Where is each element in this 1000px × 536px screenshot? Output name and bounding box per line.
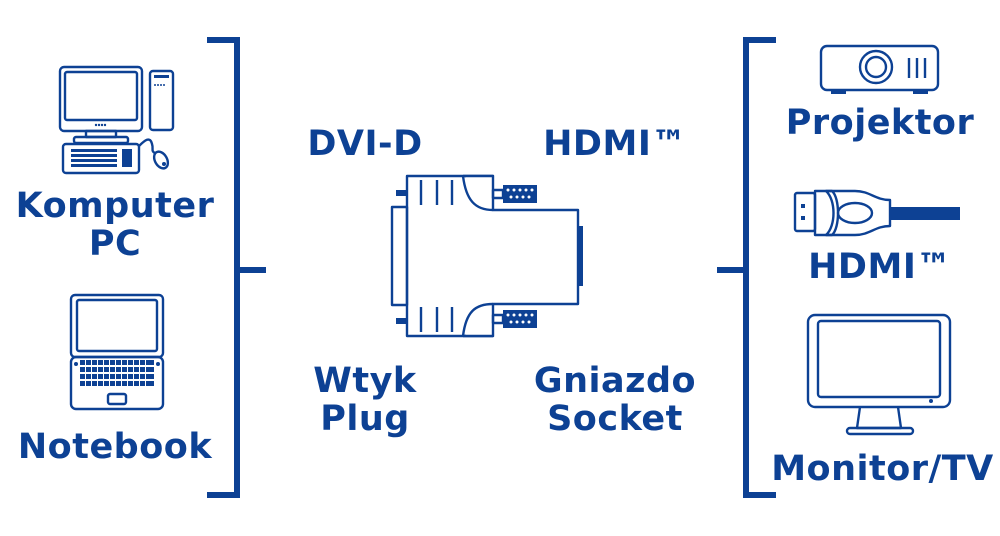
source-label-line: PC: [88, 224, 142, 264]
type-label-line: Plug: [320, 399, 410, 439]
adapter-left-connector-label: DVI-D: [307, 124, 423, 164]
target-label-line: Projektor: [785, 103, 975, 143]
type-label-line: Wtyk: [313, 361, 417, 401]
type-label-line: Gniazdo: [533, 361, 697, 401]
target-label-hdmi: HDMI™: [780, 248, 980, 286]
adapter-left-type-label: Wtyk Plug: [295, 362, 435, 438]
adapter-right-connector-label: HDMI™: [543, 124, 687, 164]
source-label-computer: Komputer PC: [10, 187, 220, 263]
type-label-line: Socket: [547, 399, 683, 439]
target-label-line: Monitor/TV: [771, 449, 994, 489]
target-label-projector: Projektor: [780, 104, 980, 142]
target-label-monitor: Monitor/TV: [770, 450, 995, 488]
source-label-line: Notebook: [17, 427, 213, 467]
source-label-notebook: Notebook: [10, 428, 220, 466]
source-label-line: Komputer: [15, 186, 215, 226]
left-bracket: [207, 37, 266, 498]
adapter-right-type-label: Gniazdo Socket: [530, 362, 700, 438]
right-bracket: [717, 37, 776, 498]
target-label-line: HDMI™: [808, 247, 952, 287]
